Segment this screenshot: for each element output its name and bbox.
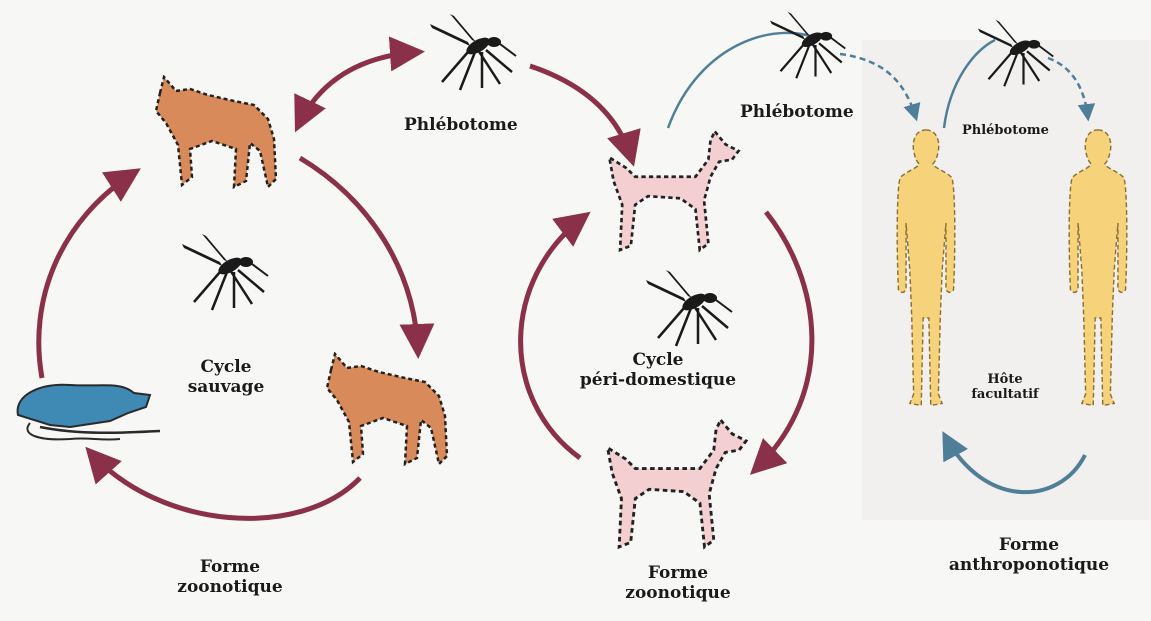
dog-bottom-icon xyxy=(608,420,746,547)
canid-top-icon xyxy=(156,77,276,187)
phlebotome-icon-sylvatic xyxy=(182,234,268,310)
cycle-sauvage-label: Cycle sauvage xyxy=(176,358,276,397)
phlebotome-icon-1 xyxy=(430,14,516,90)
hote-line1: Hôte xyxy=(965,373,1045,388)
rodent-icon xyxy=(18,385,160,440)
arrow-dog-bottom-to-dog xyxy=(521,216,585,458)
arrow-rodent-to-canid xyxy=(39,172,135,378)
hote-line2: facultatif xyxy=(965,388,1045,403)
canid-bottom-icon xyxy=(327,354,447,464)
forme-zoo2-line2: zoonotique xyxy=(618,584,738,604)
human-left-icon xyxy=(897,130,955,406)
cycle-sauvage-line1: Cycle xyxy=(176,358,276,378)
arrow-canid-to-canid xyxy=(300,158,418,352)
cycle-peri-label: Cycle péri-domestique xyxy=(578,351,738,390)
phlebotome-icon-2 xyxy=(770,12,845,79)
forme-zoo2-line1: Forme xyxy=(618,564,738,584)
forme-zoo1-line1: Forme xyxy=(170,558,290,578)
cycle-sauvage-line2: sauvage xyxy=(176,378,276,398)
forme-zoonotique-label-1: Forme zoonotique xyxy=(170,558,290,597)
arrow-phlebotome-to-dog xyxy=(530,66,632,160)
arrow-canid-to-phlebotome xyxy=(298,52,418,126)
arrow-anthroponotic-return xyxy=(945,436,1085,492)
arrow-phlebotome-to-human-2 xyxy=(1048,58,1088,118)
arrow-canid-to-rodent xyxy=(90,452,360,518)
forme-anthro-line1: Forme xyxy=(934,536,1124,556)
cycle-peri-line2: péri-domestique xyxy=(578,371,738,391)
arrow-dog-to-dog-bottom xyxy=(755,212,812,470)
phlebotome-icon-peri xyxy=(646,270,732,346)
arrow-human-to-phlebotome xyxy=(944,40,995,128)
phlebotome-label-2: Phlébotome xyxy=(740,103,854,123)
human-right-icon xyxy=(1069,130,1127,406)
forme-anthroponotique-label: Forme anthroponotique xyxy=(934,536,1124,575)
phlebotome-icon-3 xyxy=(978,20,1053,87)
cycle-peri-line1: Cycle xyxy=(578,351,738,371)
phlebotome-label-1: Phlébotome xyxy=(404,116,518,136)
forme-zoo1-line2: zoonotique xyxy=(170,578,290,598)
hote-facultatif-label: Hôte facultatif xyxy=(965,373,1045,403)
forme-anthro-line2: anthroponotique xyxy=(934,556,1124,576)
forme-zoonotique-label-2: Forme zoonotique xyxy=(618,564,738,603)
phlebotome-label-3: Phlébotome xyxy=(962,124,1049,139)
